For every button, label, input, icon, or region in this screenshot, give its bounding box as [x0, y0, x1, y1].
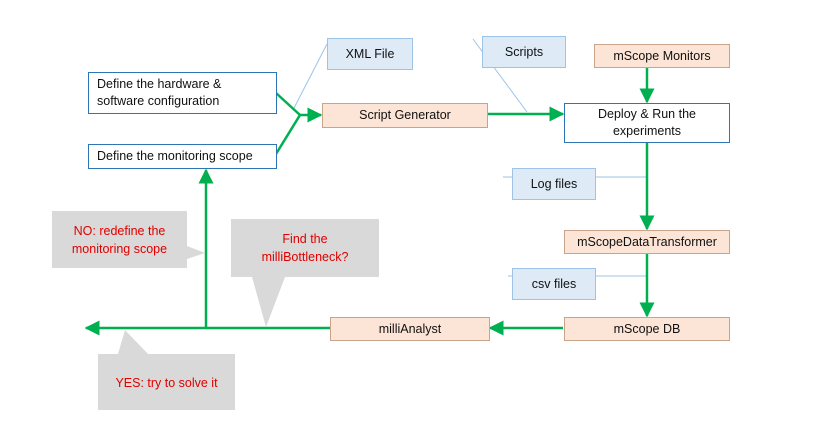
csv-files-artifact: csv files	[512, 268, 596, 300]
define-hardware-node: Define the hardware & software configura…	[88, 72, 277, 114]
callout-no-shape	[52, 211, 205, 268]
xml-file-artifact: XML File	[327, 38, 413, 70]
callout-question-shape	[231, 219, 379, 327]
mscope-db-node: mScope DB	[564, 317, 730, 341]
data-transformer-label: mScopeDataTransformer	[577, 234, 717, 249]
scripts-artifact: Scripts	[482, 36, 566, 68]
define-monitoring-node: Define the monitoring scope	[88, 144, 277, 169]
callout-yes-shape	[98, 330, 235, 410]
monitoring-merge-line	[274, 114, 302, 155]
callout-yes-text: YES: try to solve it	[115, 376, 218, 390]
callout-no-text: NO: redefine the monitoring scope	[71, 224, 168, 257]
define-hardware-label: Define the hardware & software configura…	[97, 77, 222, 108]
callout-question-text: Find the milliBottleneck?	[261, 232, 349, 265]
scripts-label: Scripts	[504, 44, 544, 59]
deploy-run-node: Deploy & Run the experiments	[564, 103, 730, 143]
script-generator-node: Script Generator	[322, 103, 488, 128]
define-monitoring-label: Define the monitoring scope	[97, 149, 253, 164]
csv-files-label: csv files	[531, 276, 577, 291]
xml-leader-line	[292, 43, 328, 111]
xml-file-label: XML File	[345, 46, 395, 61]
milli-analyst-label: milliAnalyst	[378, 321, 442, 336]
mscope-db-label: mScope DB	[613, 321, 681, 336]
script-generator-label: Script Generator	[359, 108, 451, 123]
deploy-run-label: Deploy & Run the experiments	[598, 107, 696, 138]
milli-analyst-node: milliAnalyst	[330, 317, 490, 341]
log-files-label: Log files	[530, 176, 578, 191]
data-transformer-node: mScopeDataTransformer	[564, 230, 730, 254]
mscope-monitors-label: mScope Monitors	[613, 48, 711, 63]
log-files-artifact: Log files	[512, 168, 596, 200]
hw-merge-line	[275, 92, 301, 116]
mscope-monitors-node: mScope Monitors	[594, 44, 730, 68]
